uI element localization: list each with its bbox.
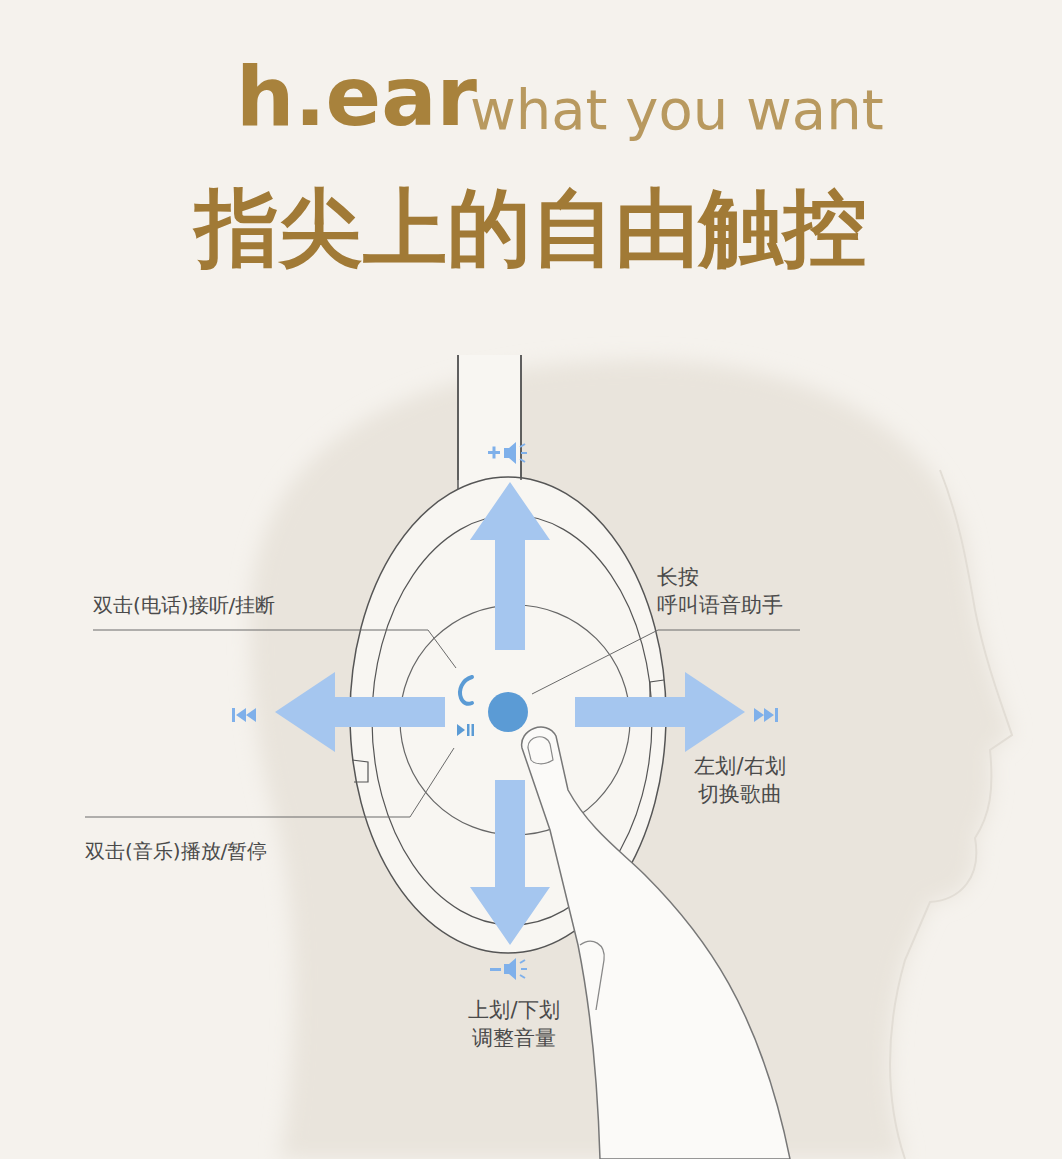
bar (232, 708, 235, 722)
gesture-arrows (275, 482, 745, 945)
minus (490, 968, 501, 971)
plus-v (493, 447, 496, 459)
arrow-right (575, 672, 745, 752)
pause-1 (467, 724, 470, 736)
gesture-label: 双击(电话)接听/挂断 (93, 592, 275, 618)
sound-waves (520, 444, 527, 462)
center-button (488, 692, 528, 732)
leader-music (85, 748, 454, 817)
face-profile (890, 470, 1012, 1159)
arrow-up (470, 482, 550, 650)
gesture-label: 长按 呼叫语音助手 (657, 563, 807, 620)
play (457, 724, 465, 736)
speaker (504, 442, 516, 464)
play-pause-icon (457, 724, 474, 736)
thumb (580, 941, 604, 1010)
arrow-down (470, 780, 550, 945)
main-title: 指尖上的自由触控 (0, 180, 1062, 277)
speaker (504, 958, 516, 980)
sound-waves (520, 960, 527, 978)
head-silhouette (250, 360, 1012, 1159)
slogan: what you want (470, 78, 884, 142)
leader-lines (85, 630, 800, 817)
leader-call (93, 630, 456, 668)
triangles (754, 708, 774, 722)
volume-down-icon (490, 958, 527, 980)
brand-logo: h.ear (236, 50, 477, 144)
gesture-label: 上划/下划 调整音量 (452, 996, 576, 1053)
arrow-left (275, 672, 445, 752)
triangles (236, 708, 256, 722)
next-track-icon (754, 708, 778, 722)
head-shape (250, 360, 1012, 1159)
leader-assistant (532, 630, 800, 694)
pause-2 (472, 724, 475, 736)
volume-up-icon (488, 442, 527, 464)
headband-joint (458, 355, 521, 480)
bar (775, 708, 778, 722)
cup-notch (352, 680, 664, 782)
gesture-label: 双击(音乐)播放/暂停 (85, 838, 267, 864)
previous-track-icon (232, 708, 256, 722)
fingernail (528, 737, 553, 764)
phone-icon (460, 677, 472, 704)
gesture-label: 左划/右划 切换歌曲 (678, 752, 802, 809)
